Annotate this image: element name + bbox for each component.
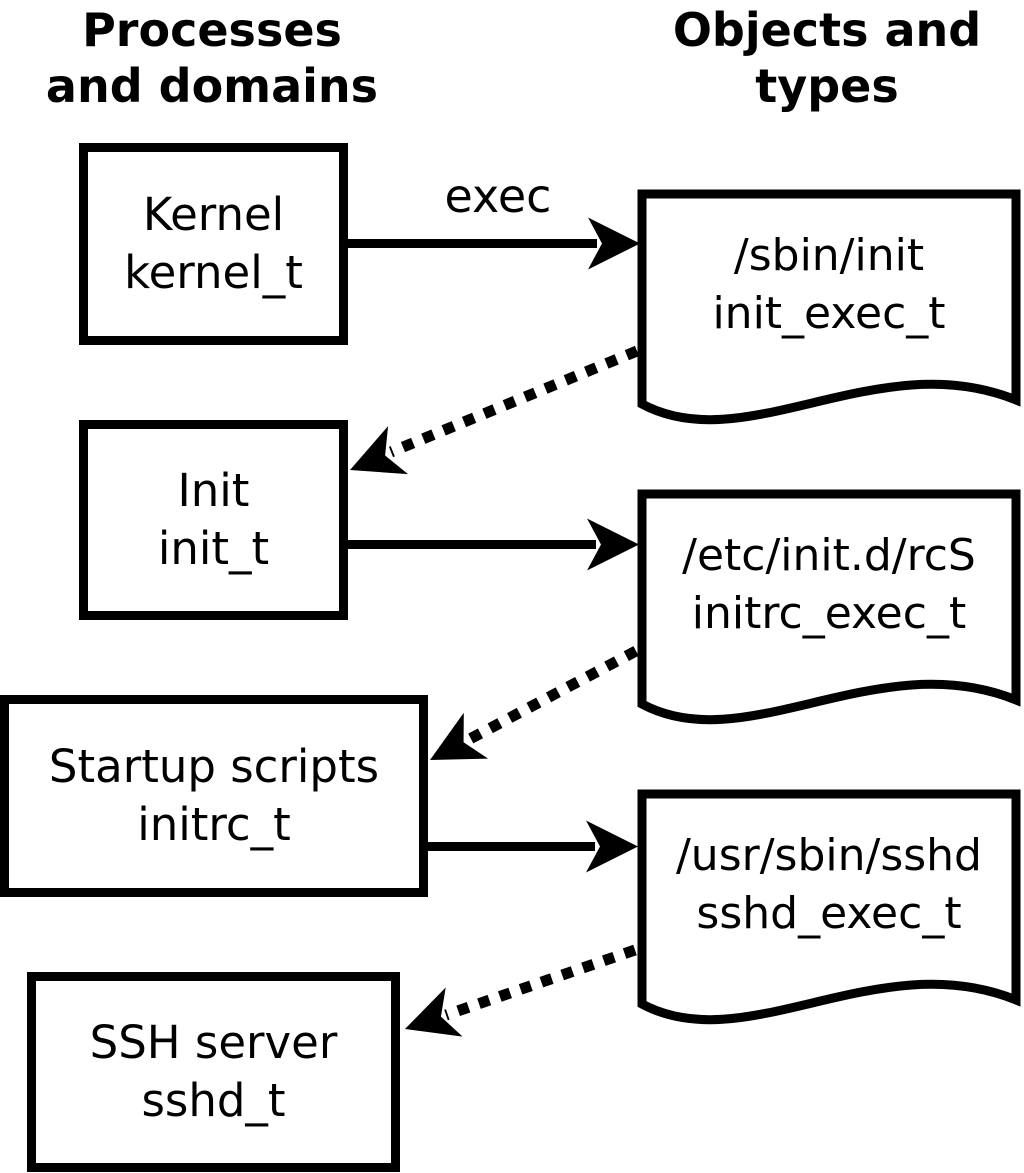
dotted-arrow-rcs-to-initrc <box>430 646 639 760</box>
document-shape-sbin-init <box>637 189 1021 425</box>
right-column-header-line1: Objects and <box>672 3 982 57</box>
process-box-ssh-server: SSH server sshd_t <box>27 972 400 1172</box>
process-domain: initrc_t <box>137 798 291 851</box>
dotted-arrow-sbin-init-to-init <box>350 345 640 475</box>
solid-arrow-initrc-to-sshd <box>424 820 638 873</box>
left-column-header-line1: Processes <box>82 3 342 57</box>
process-name: Kernel <box>142 188 285 241</box>
right-column-header-line2: types <box>755 59 899 113</box>
process-name: Startup scripts <box>48 740 380 793</box>
process-name: Init <box>177 464 250 517</box>
process-box-init: Init init_t <box>79 420 348 620</box>
solid-arrow-init-to-rcs <box>344 518 639 571</box>
process-name: SSH server <box>89 1016 338 1069</box>
process-domain: init_t <box>157 522 270 575</box>
process-box-startup-scripts: Startup scripts initrc_t <box>0 695 428 897</box>
right-column-header: Objects and types <box>630 2 1024 114</box>
document-shape-etc-initd-rcs <box>637 489 1021 725</box>
process-domain: sshd_t <box>141 1074 286 1127</box>
exec-edge-label: exec <box>444 169 552 223</box>
document-shape-usr-sbin-sshd <box>637 789 1021 1025</box>
process-box-kernel: Kernel kernel_t <box>79 143 348 345</box>
process-domain: kernel_t <box>124 246 303 299</box>
left-column-header-line2: and domains <box>45 59 379 113</box>
dotted-arrow-sshd-to-sshserver <box>405 944 637 1037</box>
solid-arrow-kernel-to-sbin-init <box>344 217 640 270</box>
left-column-header: Processes and domains <box>16 2 408 114</box>
